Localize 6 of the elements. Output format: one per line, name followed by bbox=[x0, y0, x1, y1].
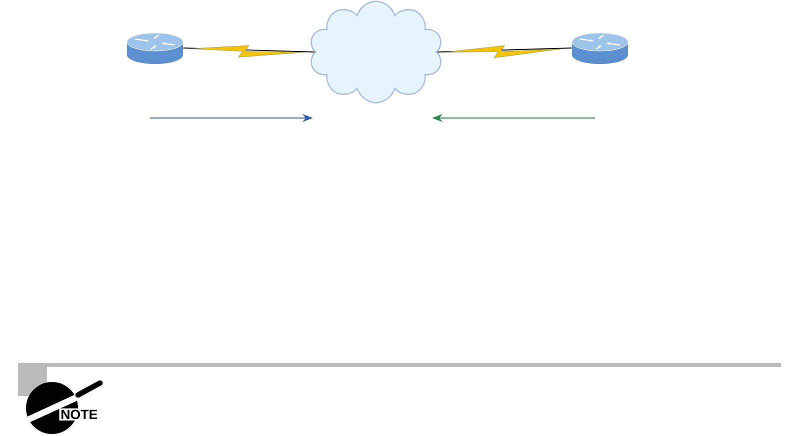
note-label: NOTE bbox=[59, 408, 99, 420]
lightning-link bbox=[437, 45, 572, 58]
router-icon bbox=[126, 32, 184, 64]
router-icon bbox=[572, 32, 628, 64]
cloud-shape bbox=[310, 0, 442, 104]
lightning-link bbox=[182, 45, 315, 58]
